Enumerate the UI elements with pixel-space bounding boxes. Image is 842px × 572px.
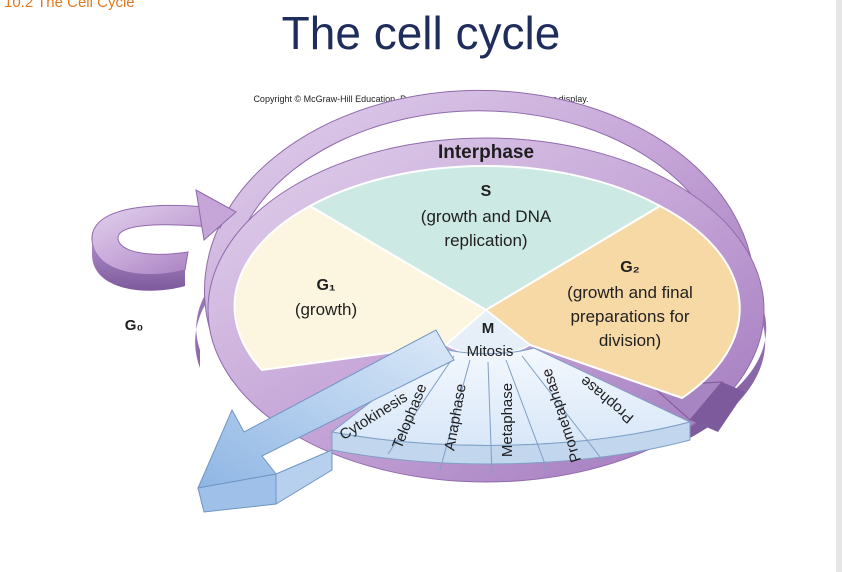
g0-loop-side (92, 240, 185, 291)
slide-edge (836, 0, 842, 572)
s-phase-sector (307, 164, 663, 312)
g1-phase-sector (233, 204, 488, 372)
mitosis-fan-edge (331, 421, 691, 465)
cytokinesis-arrow-side (275, 449, 333, 505)
stage-metaphase: Metaphase (499, 383, 516, 457)
ring-arrowhead-side (690, 382, 745, 432)
g2-phase-line1: (growth and final (567, 283, 693, 302)
interphase-label: Interphase (438, 142, 534, 163)
g2-phase-sector (484, 204, 741, 400)
g0-label: G₀ (125, 317, 143, 334)
g1-phase-letter: G₁ (316, 277, 335, 294)
g0-loop-arrow (91, 204, 231, 275)
s-phase-line2: replication) (444, 231, 527, 250)
s-phase-line1: (growth and DNA (421, 207, 552, 226)
section-label: 10.2 The Cell Cycle (4, 0, 135, 11)
g2-phase-letter: G₂ (620, 259, 640, 276)
m-phase-letter: M (482, 320, 495, 337)
mitosis-dividers (387, 355, 605, 475)
g2-phase-line3: division) (599, 331, 661, 350)
g0-arrowhead (195, 189, 237, 241)
s-phase-letter: S (481, 183, 492, 200)
g1-phase-line1: (growth) (295, 300, 357, 319)
slide-title: The cell cycle (281, 7, 561, 59)
g2-phase-line2: preparations for (570, 307, 689, 326)
mitosis-label: Mitosis (467, 343, 514, 360)
